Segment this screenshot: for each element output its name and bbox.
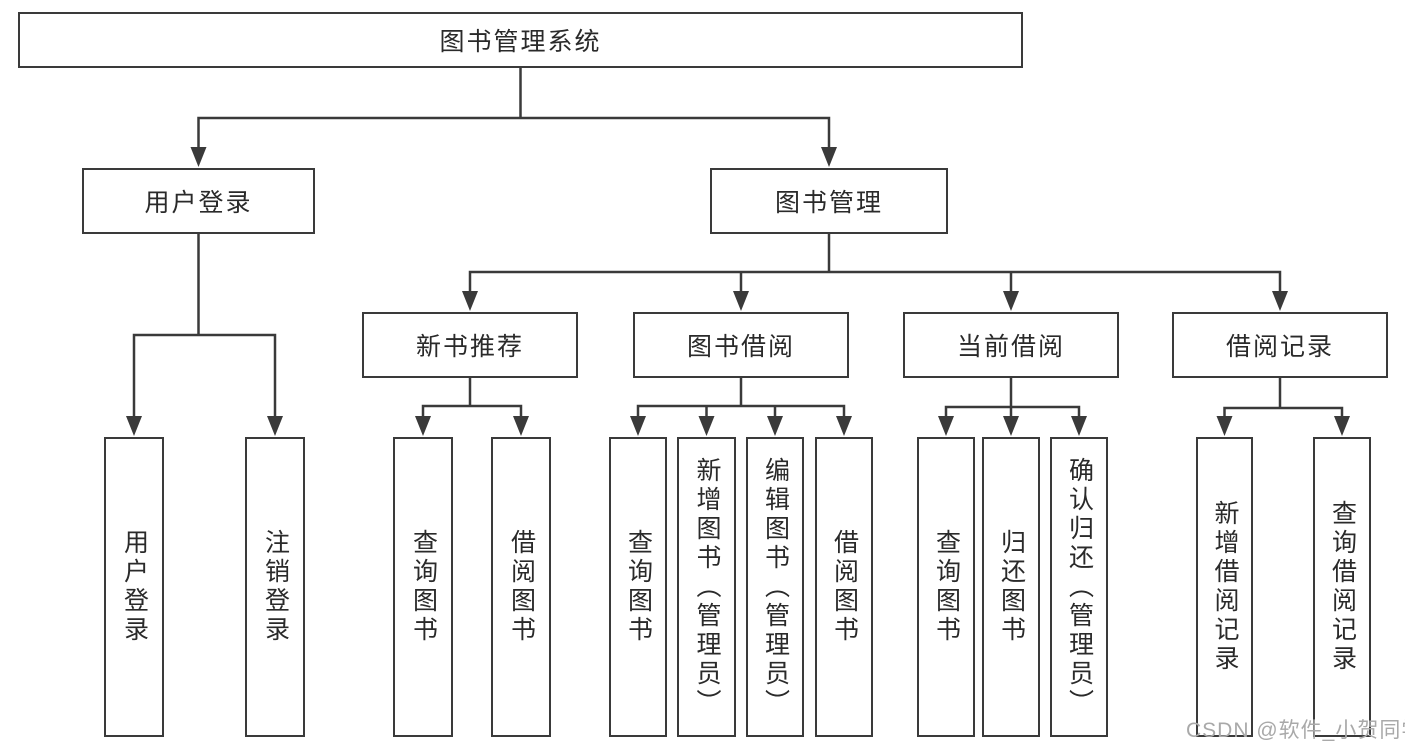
diagram-node-book-mgmt: 图书管理 xyxy=(710,168,948,234)
edge-lines xyxy=(421,376,523,420)
edge-lines xyxy=(944,376,1081,420)
diagram-node-bb-edit: 编辑图书（管理员） xyxy=(746,437,804,737)
arrowhead xyxy=(767,416,783,436)
arrowhead xyxy=(126,416,142,436)
arrowhead xyxy=(267,416,283,436)
diagram-node-br-add: 新增借阅记录 xyxy=(1196,437,1253,737)
edge-lines xyxy=(636,376,846,420)
edges-from-user-login-group xyxy=(126,232,283,436)
diagram-node-logout: 注销登录 xyxy=(245,437,305,737)
diagram-node-bb-query: 查询图书 xyxy=(609,437,667,737)
diagram-node-bb-add: 新增图书（管理员） xyxy=(677,437,736,737)
arrowhead xyxy=(1003,291,1019,311)
arrowhead xyxy=(462,291,478,311)
diagram-node-nb-borrow: 借阅图书 xyxy=(491,437,551,737)
diagram-node-nb-query: 查询图书 xyxy=(393,437,453,737)
arrowhead xyxy=(190,147,207,167)
arrowhead xyxy=(1272,291,1288,311)
diagram-node-cb-confirm: 确认归还（管理员） xyxy=(1050,437,1108,737)
diagram-node-cb-return: 归还图书 xyxy=(982,437,1040,737)
edge-lines xyxy=(132,232,277,420)
diagram-node-user-login: 用户登录 xyxy=(104,437,164,737)
arrowhead xyxy=(415,416,431,436)
diagram-node-cb-query: 查询图书 xyxy=(917,437,975,737)
diagram-node-root: 图书管理系统 xyxy=(18,12,1023,68)
arrowhead xyxy=(1216,416,1233,436)
arrowhead xyxy=(836,416,852,436)
watermark: CSDN @软件_小贺同学 xyxy=(1186,719,1405,742)
diagram-node-current-borrow: 当前借阅 xyxy=(903,312,1119,378)
diagram-node-user-login-group: 用户登录 xyxy=(82,168,315,234)
edges-from-book-mgmt xyxy=(462,232,1288,311)
edge-lines xyxy=(468,232,1282,295)
arrowhead xyxy=(938,416,954,436)
diagram-node-borrow-records: 借阅记录 xyxy=(1172,312,1388,378)
arrowhead xyxy=(1334,416,1350,436)
diagram-node-br-query: 查询借阅记录 xyxy=(1313,437,1371,737)
edges-from-new-book-rec xyxy=(415,376,529,436)
arrowhead xyxy=(733,291,749,311)
diagram-node-new-book-rec: 新书推荐 xyxy=(362,312,578,378)
diagram-node-book-borrow: 图书借阅 xyxy=(633,312,849,378)
edges-from-borrow-records xyxy=(1216,376,1350,436)
edge-lines xyxy=(1223,376,1344,420)
edges-from-root xyxy=(190,66,837,167)
edge-lines xyxy=(197,66,831,151)
arrowhead xyxy=(630,416,646,436)
arrowhead xyxy=(513,416,529,436)
arrowhead xyxy=(821,147,837,167)
arrowhead xyxy=(1003,416,1019,436)
arrowhead xyxy=(698,416,715,436)
diagram-node-bb-borrow: 借阅图书 xyxy=(815,437,873,737)
edges-from-book-borrow xyxy=(630,376,852,436)
edges-from-current-borrow xyxy=(938,376,1087,436)
arrowhead xyxy=(1071,416,1087,436)
